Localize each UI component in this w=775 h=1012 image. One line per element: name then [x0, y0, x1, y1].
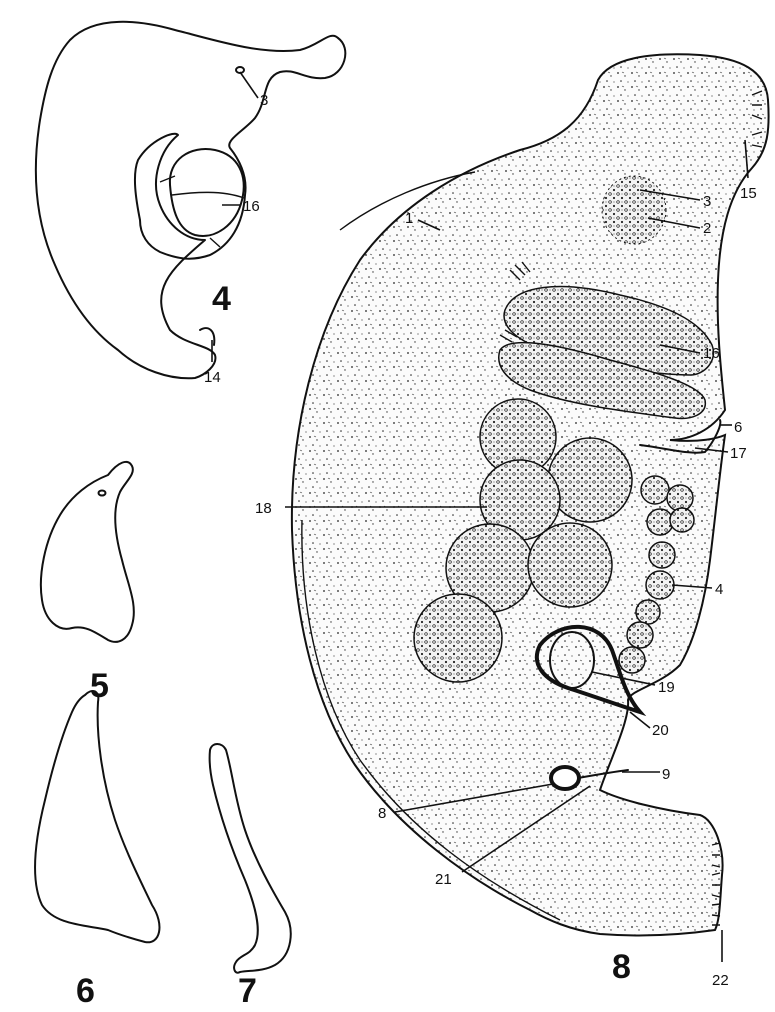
figure-5: 5	[41, 462, 134, 705]
fig8-bundle-4-d	[670, 508, 694, 532]
fig8-bundle-4-b	[667, 485, 693, 511]
fig8-label-3: 3	[703, 193, 711, 210]
fig8-label-16: 16	[703, 345, 720, 362]
fig8-bundle-4-i	[619, 647, 645, 673]
fig8-bundle-4-g	[636, 600, 660, 624]
figure-number-5: 5	[90, 667, 109, 705]
figure-8: 15 1 3 2 16 6 17 18 4 19 20 9 8 21 22 8	[255, 54, 769, 989]
fig6-outline	[35, 691, 159, 942]
fig8-bundle-18-f	[414, 594, 502, 682]
fig8-label-6: 6	[734, 419, 742, 436]
fig8-label-1: 1	[405, 210, 413, 227]
figure-number-7: 7	[238, 972, 257, 1010]
fig4-label-16: 16	[243, 198, 260, 215]
fig5-outline	[41, 462, 134, 642]
fig8-bundle-4-c	[647, 509, 673, 535]
figure-number-4: 4	[212, 280, 231, 318]
fig8-label-15: 15	[740, 185, 757, 202]
fig8-label-8: 8	[378, 805, 386, 822]
fig8-tube-8	[551, 767, 579, 789]
fig8-label-4: 4	[715, 581, 723, 598]
fig4-outline	[36, 22, 345, 378]
fig8-bundle-4-h	[627, 622, 653, 648]
fig8-label-9: 9	[662, 766, 670, 783]
figure-4: 3 16 14 4	[36, 22, 345, 386]
fig8-organ-2	[602, 176, 666, 244]
fig4-label-14: 14	[204, 369, 221, 386]
fig8-bundle-4-e	[649, 542, 675, 568]
figure-number-8: 8	[612, 948, 631, 986]
fig8-label-2: 2	[703, 220, 711, 237]
fig8-bundle-4-f	[646, 571, 674, 599]
fig8-bundle-18-b	[548, 438, 632, 522]
fig7-outline	[210, 744, 291, 973]
fig8-label-19: 19	[658, 679, 675, 696]
fig8-bundle-4-a	[641, 476, 669, 504]
fig8-bundle-18-e	[528, 523, 612, 607]
fig4-label-3: 3	[260, 92, 268, 109]
fig8-label-20: 20	[652, 722, 669, 739]
figure-7: 7	[210, 744, 291, 1010]
figure-6: 6	[35, 691, 159, 1010]
fig8-label-18: 18	[255, 500, 272, 517]
fig8-label-22: 22	[712, 972, 729, 989]
fig4-inner-division	[172, 192, 244, 198]
figure-number-6: 6	[76, 972, 95, 1010]
fig4-leader-3	[240, 72, 258, 98]
fig8-label-21: 21	[435, 871, 452, 888]
fig8-label-17: 17	[730, 445, 747, 462]
fig5-pore	[99, 491, 106, 496]
